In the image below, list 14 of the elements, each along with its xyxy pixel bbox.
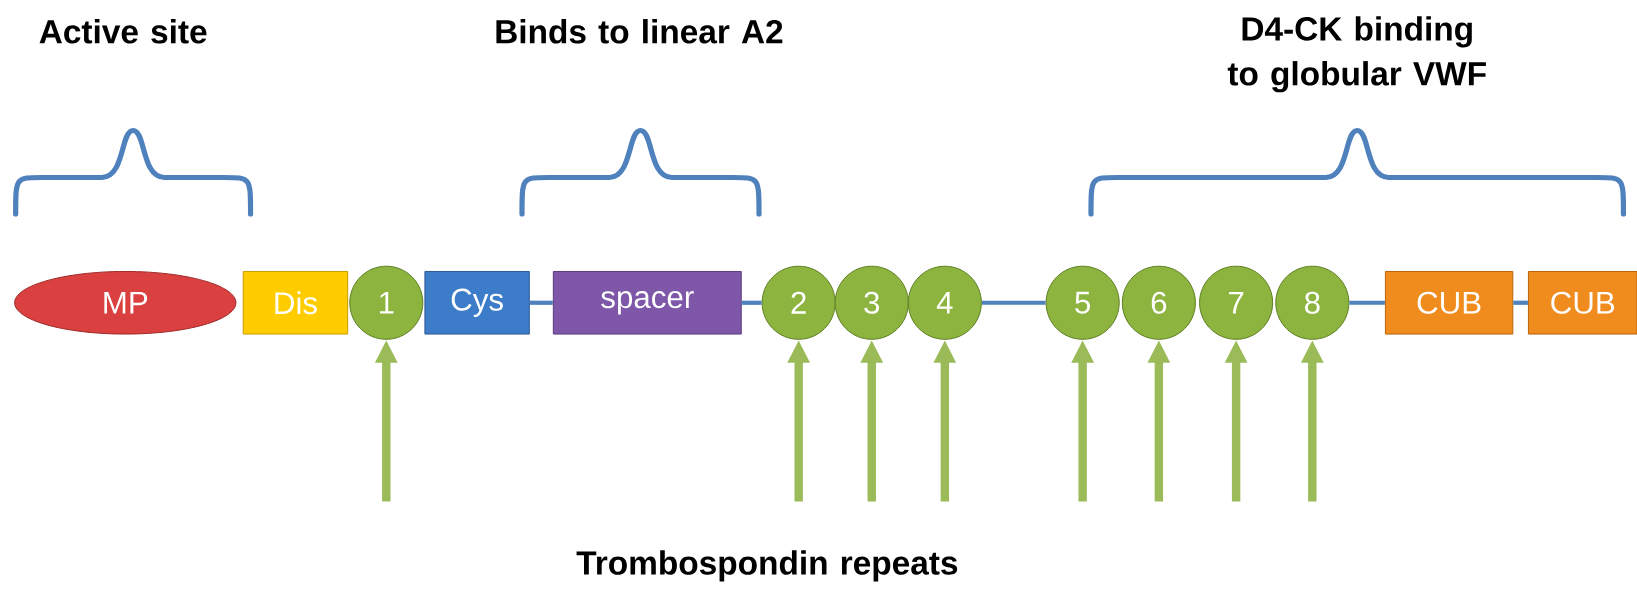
connector-line xyxy=(981,300,1046,305)
domain-box: CUB xyxy=(1384,270,1514,335)
heading: Active site xyxy=(39,19,207,44)
domain-box: spacer xyxy=(552,270,742,335)
heading: D4-CK binding to globular VWF xyxy=(1227,16,1486,93)
domain-box: CUB xyxy=(1527,270,1637,335)
connector-line xyxy=(741,300,762,305)
domain-box: Cys xyxy=(424,270,530,335)
connector-line xyxy=(1349,300,1385,305)
heading: Binds to linear A2 xyxy=(496,19,783,44)
domain-box: Dis xyxy=(242,270,349,335)
connector-line xyxy=(1513,300,1528,305)
connector-line xyxy=(529,300,553,305)
heading: Trombospondin repeats xyxy=(576,550,958,582)
